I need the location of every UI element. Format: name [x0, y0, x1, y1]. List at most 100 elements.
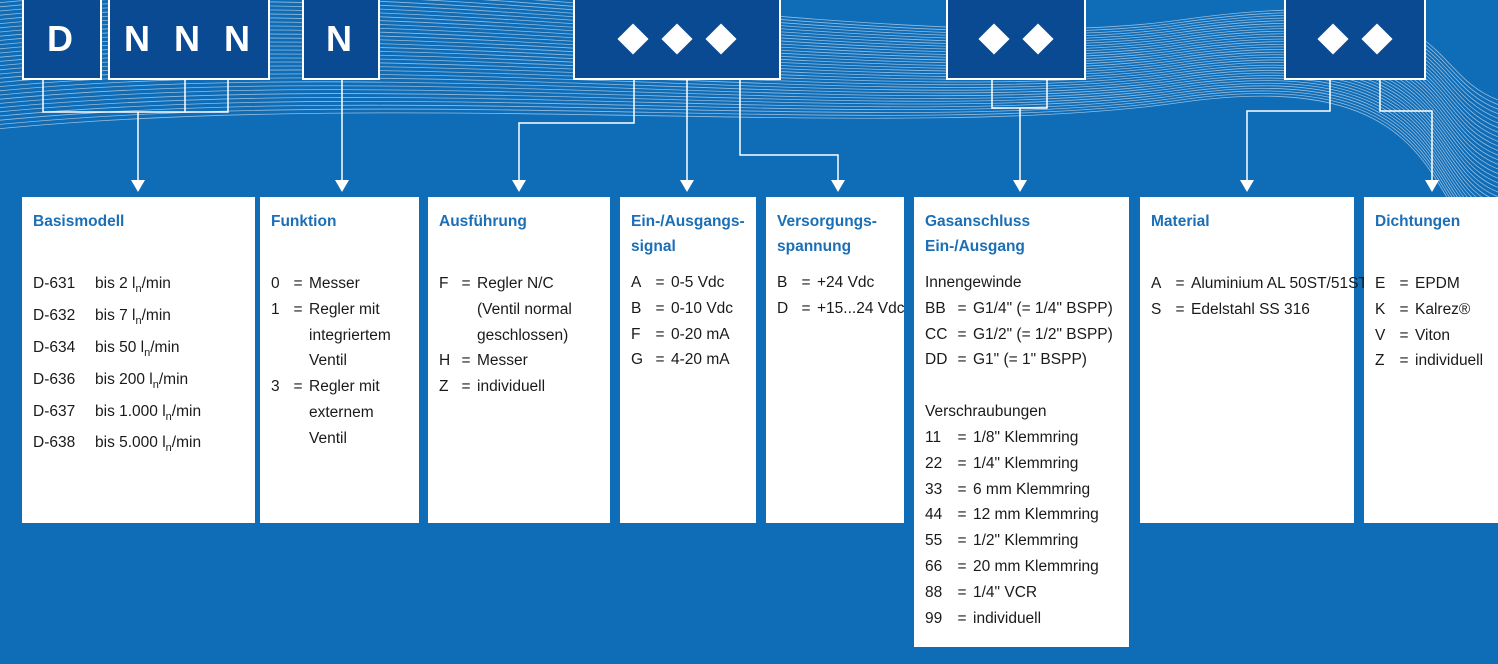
option-code: 3	[271, 378, 280, 396]
option-text: bis 5.000 l	[95, 434, 166, 452]
equals-sign: =	[461, 378, 471, 396]
option-code: 1	[271, 300, 280, 318]
option-row: S=Edelstahl SS 316	[1151, 297, 1344, 323]
option-code: A	[631, 274, 642, 291]
option-row: CC=G1/2" (= 1/2" BSPP)	[925, 322, 1119, 348]
option-row: K=Kalrez®	[1375, 297, 1488, 323]
option-row: Innengewinde	[925, 270, 1119, 296]
option-row: BB=G1/4" (= 1/4" BSPP)	[925, 296, 1119, 322]
option-row: H=Messer	[439, 348, 600, 374]
option-text: Regler mit	[309, 300, 380, 318]
unit-subscript: n	[165, 442, 172, 455]
option-code: B	[777, 274, 788, 291]
equals-sign: =	[957, 351, 967, 369]
option-code: D-637	[33, 402, 76, 420]
option-text: individuell	[973, 609, 1042, 627]
option-row: 66=20 mm Klemmring	[925, 554, 1119, 580]
option-text: bis 7 l	[95, 306, 136, 324]
option-text: Aluminium AL 50ST/51ST	[1191, 275, 1368, 292]
option-code: F	[631, 325, 641, 343]
option-code: 55	[925, 532, 943, 550]
option-text: +15...24 Vdc	[817, 299, 905, 317]
card-title-line: Gasanschluss	[925, 213, 1031, 230]
option-text: 1/2" Klemmring	[973, 532, 1079, 550]
card-title: Material	[1151, 209, 1344, 234]
option-code: D	[777, 299, 789, 317]
code-box-d: D	[22, 0, 102, 80]
equals-sign: =	[957, 583, 967, 601]
unit-tail: /min	[150, 338, 180, 356]
option-code: 66	[925, 557, 943, 575]
option-text: geschlossen)	[477, 326, 569, 344]
option-row: Z=individuell	[439, 374, 600, 400]
option-code: 22	[925, 454, 943, 472]
option-text: Ventil	[309, 429, 347, 447]
option-row: integriertem	[271, 323, 409, 349]
card-title-line: Ein-/Ausgangs-	[631, 213, 745, 230]
equals-sign: =	[957, 506, 967, 524]
option-text: Regler mit	[309, 378, 380, 396]
option-code: 88	[925, 583, 943, 601]
option-code: G	[631, 351, 644, 369]
equals-sign: =	[957, 532, 967, 550]
equals-sign: =	[957, 557, 967, 575]
option-text: Edelstahl SS 316	[1191, 300, 1310, 318]
option-code: BB	[925, 299, 946, 317]
option-row: Verschraubungen	[925, 399, 1119, 425]
option-row: D=+15...24 Vdc	[777, 296, 904, 322]
equals-sign: =	[1399, 352, 1409, 370]
option-text: G1/2" (= 1/2" BSPP)	[973, 325, 1113, 343]
option-code: 11	[925, 428, 942, 446]
option-code: Z	[1375, 352, 1385, 370]
code-letter-d: D	[47, 18, 77, 59]
option-row: DD=G1" (= 1" BSPP)	[925, 347, 1119, 373]
unit-tail: /min	[171, 402, 202, 420]
option-text: G1/4" (= 1/4" BSPP)	[973, 299, 1113, 317]
option-row: 99=individuell	[925, 606, 1119, 632]
option-text: bis 50 l	[95, 338, 145, 356]
option-row: G=4-20 mA	[631, 347, 746, 373]
option-text: 0-20 mA	[671, 325, 730, 343]
option-text: 4-20 mA	[671, 351, 730, 369]
option-text: bis 200 l	[95, 370, 153, 388]
option-text: individuell	[1415, 352, 1484, 370]
card-title-line: Basismodell	[33, 213, 125, 230]
option-text: Regler N/C	[477, 275, 554, 292]
option-code: D-632	[33, 306, 76, 324]
unit-subscript: n	[144, 346, 151, 359]
equals-sign: =	[1399, 275, 1409, 292]
code-box-material	[1284, 0, 1426, 80]
card-title-line: Ausführung	[439, 213, 527, 230]
equals-sign: =	[1399, 300, 1409, 318]
equals-sign: =	[461, 352, 471, 370]
equals-sign: =	[461, 275, 471, 292]
option-text: 1/8" Klemmring	[973, 428, 1079, 446]
option-text: externem	[309, 403, 374, 421]
option-text: 6 mm Klemmring	[973, 480, 1091, 498]
code-box-signal	[573, 0, 781, 80]
unit-tail: /min	[141, 275, 171, 292]
option-row: Ventil	[271, 426, 409, 452]
row-gap	[925, 373, 1119, 399]
option-row: V=Viton	[1375, 323, 1488, 349]
option-text: Kalrez®	[1415, 300, 1471, 318]
equals-sign: =	[957, 428, 967, 446]
option-row: 22=1/4" Klemmring	[925, 451, 1119, 477]
option-text: Ventil	[309, 352, 347, 370]
card-title-line: Ein-/Ausgang	[925, 238, 1025, 255]
option-text: Viton	[1415, 326, 1451, 344]
option-row: 1=Regler mit	[271, 297, 409, 323]
code-letters-nnn: N N N	[124, 18, 254, 59]
option-row: 88=1/4" VCR	[925, 580, 1119, 606]
code-box-n: N	[302, 0, 380, 80]
equals-sign: =	[957, 454, 967, 472]
option-text: bis 1.000 l	[95, 402, 166, 420]
option-code: 99	[925, 609, 943, 627]
